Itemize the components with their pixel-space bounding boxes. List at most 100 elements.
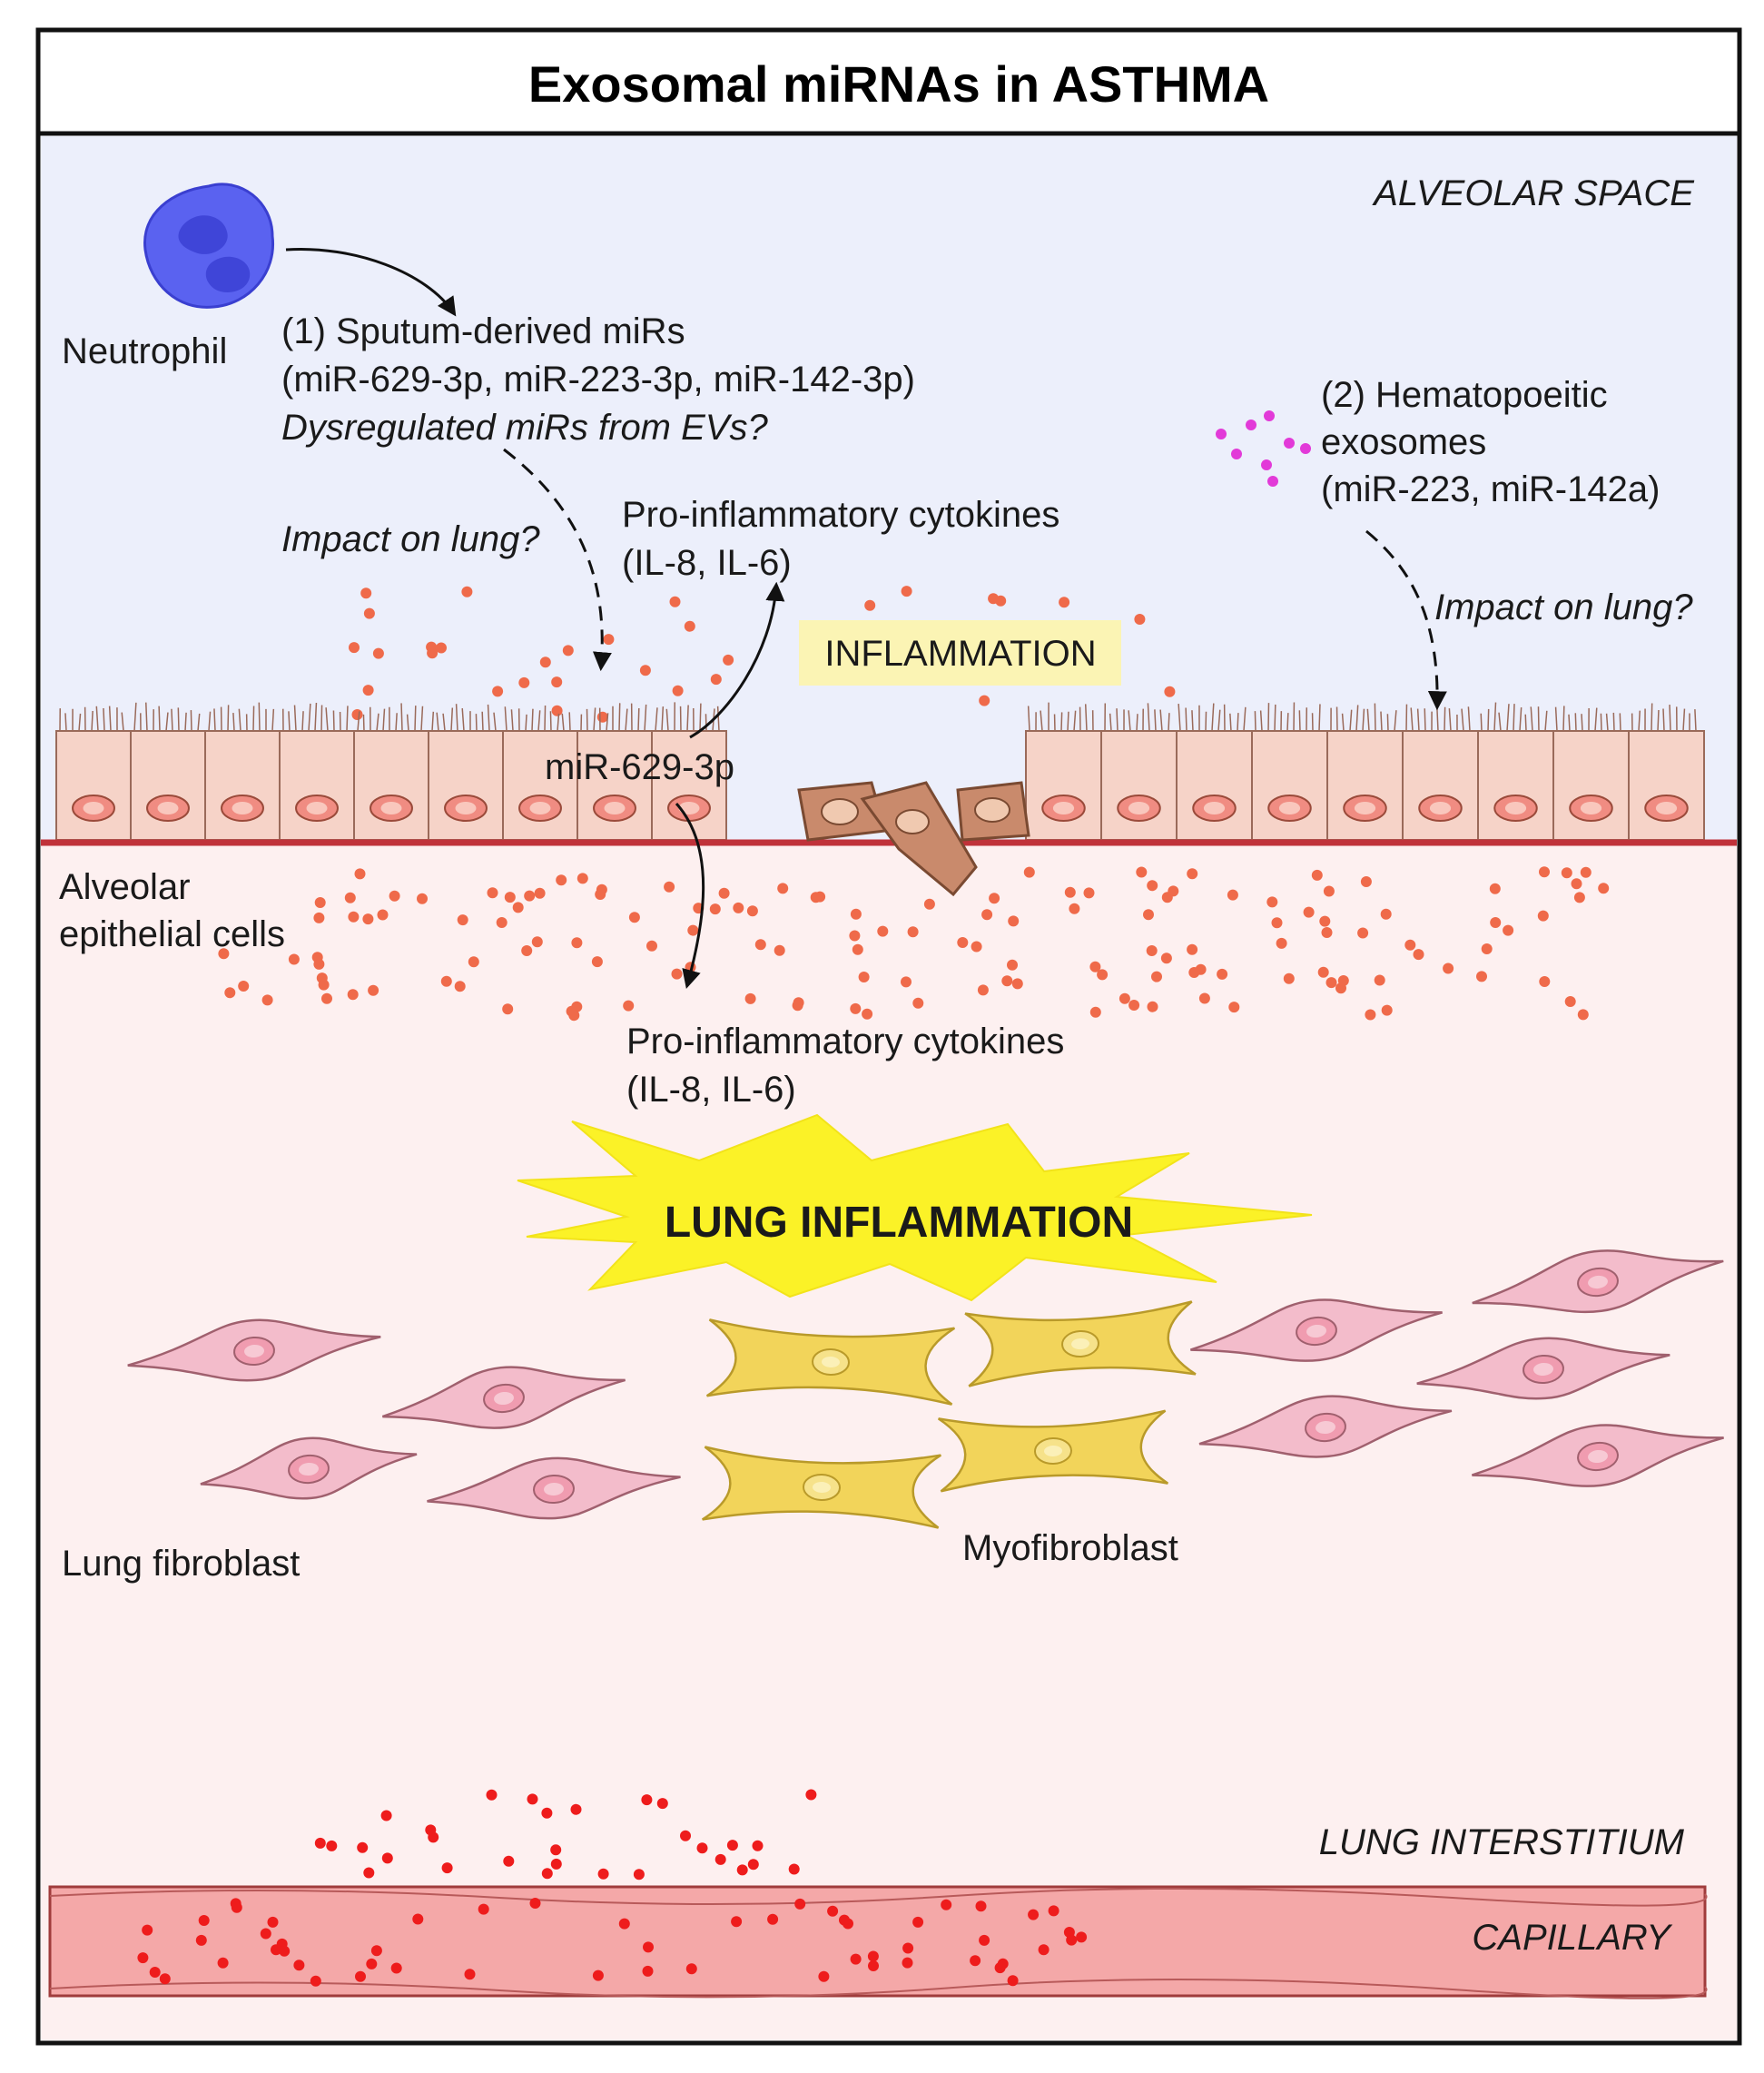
lung-inflammation-label: LUNG INFLAMMATION: [665, 1199, 1133, 1247]
damaged-epithelial-cells: [797, 781, 1030, 897]
dot: [562, 645, 574, 656]
dot: [436, 642, 447, 654]
epithelial-label-line1: Alveolar: [59, 867, 191, 907]
dot: [1319, 915, 1331, 927]
dot: [571, 937, 583, 949]
dot: [1580, 866, 1592, 878]
dot: [805, 1789, 817, 1801]
dot: [518, 676, 530, 688]
dot: [486, 1789, 498, 1801]
dot: [1089, 1006, 1101, 1018]
dot: [1539, 976, 1551, 987]
dot: [1360, 876, 1372, 887]
dot: [504, 892, 516, 903]
dot: [839, 1914, 850, 1926]
dot: [941, 1899, 952, 1910]
dot: [1311, 869, 1323, 881]
dot: [639, 665, 651, 676]
dot: [1404, 939, 1416, 951]
exosome-dot: [1216, 429, 1227, 439]
epithelial-cell: [577, 703, 653, 841]
dot: [313, 912, 325, 923]
dot: [355, 1970, 366, 1982]
dot: [1066, 1934, 1078, 1946]
cytokines-upper-line2: (IL-8, IL-6): [622, 543, 792, 583]
dot: [288, 953, 300, 965]
fibroblast-cell: [427, 1456, 681, 1520]
dot: [877, 925, 889, 937]
dot: [1413, 949, 1424, 961]
dot: [271, 1944, 281, 1956]
dot: [849, 930, 861, 942]
dot: [656, 1798, 668, 1810]
alveolar-epithelium: [55, 702, 1705, 841]
dot: [1160, 953, 1172, 964]
dot: [868, 1960, 879, 1971]
dot: [591, 956, 603, 968]
epithelial-cell: [1025, 702, 1102, 841]
dot: [902, 1957, 913, 1969]
dot: [261, 994, 273, 1006]
lung-fibroblasts: [127, 1249, 1724, 1520]
capillary-vessel: [48, 1885, 1708, 1999]
dot: [733, 902, 744, 913]
dot: [902, 1942, 914, 1954]
dot: [1147, 1001, 1158, 1012]
dot: [995, 595, 1007, 607]
dot: [792, 1000, 803, 1012]
dot: [351, 709, 363, 720]
dot: [1059, 597, 1070, 608]
epithelial-cell: [1477, 702, 1554, 841]
dot: [492, 686, 504, 697]
dot: [912, 1916, 924, 1928]
dot: [901, 976, 912, 988]
cytokines-upper-line1: Pro-inflammatory cytokines: [622, 495, 1059, 535]
dot: [1577, 1009, 1589, 1021]
dot: [818, 1970, 830, 1982]
cytokine-dots: [218, 586, 1610, 1022]
dot: [1001, 975, 1013, 987]
dot: [318, 979, 330, 991]
dot: [970, 1955, 981, 1967]
dot: [362, 685, 374, 696]
hematopoietic-exosome-dots: [1216, 410, 1311, 487]
dot: [1573, 892, 1585, 903]
dot: [1038, 1944, 1050, 1956]
dot: [592, 1969, 604, 1981]
dot: [1571, 878, 1582, 890]
fibroblast-cell: [127, 1318, 381, 1382]
dot: [366, 1958, 378, 1969]
dot: [348, 911, 360, 923]
dot: [971, 941, 982, 953]
dot: [198, 1915, 210, 1926]
dot: [810, 892, 822, 903]
fibroblast-cell: [1190, 1298, 1443, 1362]
dot: [979, 1934, 990, 1946]
dot: [1143, 909, 1154, 921]
dot: [1489, 883, 1501, 894]
dot: [217, 1957, 229, 1969]
exosome-dot: [1284, 438, 1295, 449]
dot: [957, 937, 969, 948]
dot: [642, 1965, 654, 1977]
epithelial-cell: [1628, 703, 1705, 841]
dot: [461, 586, 473, 597]
dot: [981, 909, 993, 921]
dot: [1168, 885, 1179, 897]
epithelium-to-upper-cytokines-arrow: [689, 581, 785, 739]
dot: [595, 889, 606, 900]
dot: [1561, 867, 1572, 879]
dot: [1128, 1000, 1140, 1011]
dot: [646, 940, 657, 952]
dot: [218, 948, 230, 960]
dot: [1076, 1931, 1088, 1943]
dot: [1303, 906, 1315, 918]
cytokines-lower-line1: Pro-inflammatory cytokines: [626, 1022, 1064, 1061]
epithelial-cell: [55, 706, 132, 841]
dot: [687, 924, 699, 936]
dot: [224, 987, 236, 999]
dot: [1380, 908, 1392, 920]
myofibroblast-cell: [705, 1318, 956, 1406]
epithelial-cell: [204, 702, 281, 841]
dot: [360, 587, 372, 599]
